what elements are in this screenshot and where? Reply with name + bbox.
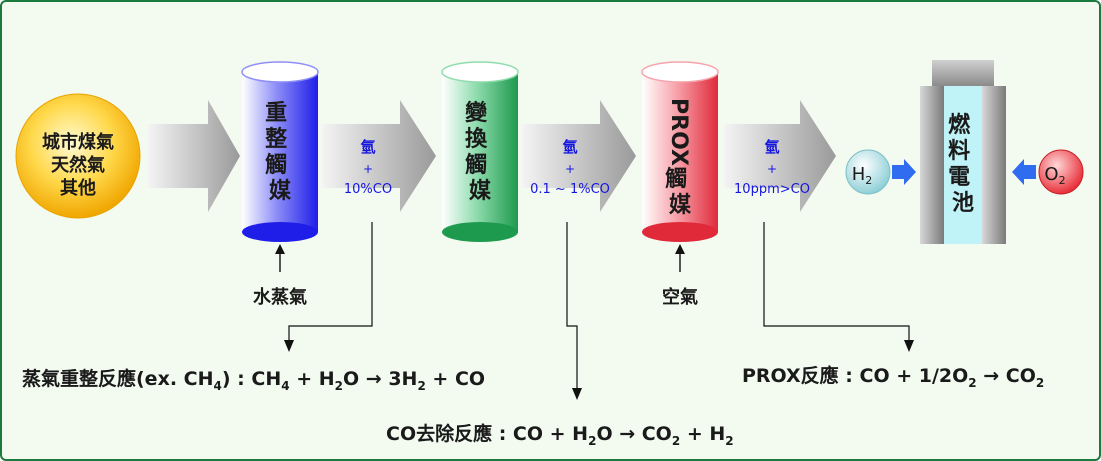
o2-bubble [1038,149,1084,195]
source-line-1: 城市煤氣 [42,131,114,153]
o2-label: O2 [1044,164,1065,187]
reforming-catalyst-cylinder [241,61,319,242]
prox-catalyst-cylinder [641,61,719,242]
fuel-cell [920,60,1006,244]
stream-1-line-2: + [363,162,373,176]
source-line-2: 天然氣 [51,154,105,176]
equation-co-removal: CO去除反應 : CO + H2O → CO2 + H2 [386,422,734,448]
leader-co-removal [566,222,578,390]
h2-bubble [845,149,891,195]
stream-2-line-2: + [565,162,575,176]
fuel-cell-label: 燃 料 電 池 [948,112,978,216]
stream-2-line-3: 0.1 ~ 1%CO [530,182,610,197]
equation-steam-reforming: 蒸氣重整反應(ex. CH4) : CH4 + H2O → 3H2 + CO [22,367,485,393]
air-input-label: 空氣 [662,286,698,308]
h2-arrow-icon [892,159,916,185]
stream-1-line-1: 氫 [360,138,375,156]
stream-2-line-1: 氫 [562,138,577,156]
shift-catalyst-cylinder [441,61,519,242]
reforming-catalyst-label: 重 整 觸 媒 [265,101,295,204]
prox-catalyst-latin: PROX [666,98,691,166]
flow-arrow-4 [724,100,836,212]
h2-label: H2 [852,164,873,187]
leader-prox [763,222,910,342]
equation-prox: PROX反應 : CO + 1/2O2 → CO2 [742,364,1044,390]
source-line-3: 其他 [60,177,96,199]
flow-arrow-1 [148,100,240,212]
steam-input-label: 水蒸氣 [253,286,307,308]
flow-arrow-2 [322,100,436,212]
shift-catalyst-label: 變 換 觸 媒 [465,100,495,204]
stream-3-line-2: + [767,162,777,176]
leader-steam-reforming [288,222,373,342]
o2-arrow-icon [1012,159,1036,185]
stream-3-line-1: 氫 [764,138,779,156]
source-sun [15,93,141,219]
stream-3-line-3: 10ppm>CO [734,182,810,197]
stream-1-line-3: 10%CO [344,182,392,197]
prox-catalyst-cjk: 觸 媒 [665,167,695,218]
flow-arrow-3 [522,100,636,212]
